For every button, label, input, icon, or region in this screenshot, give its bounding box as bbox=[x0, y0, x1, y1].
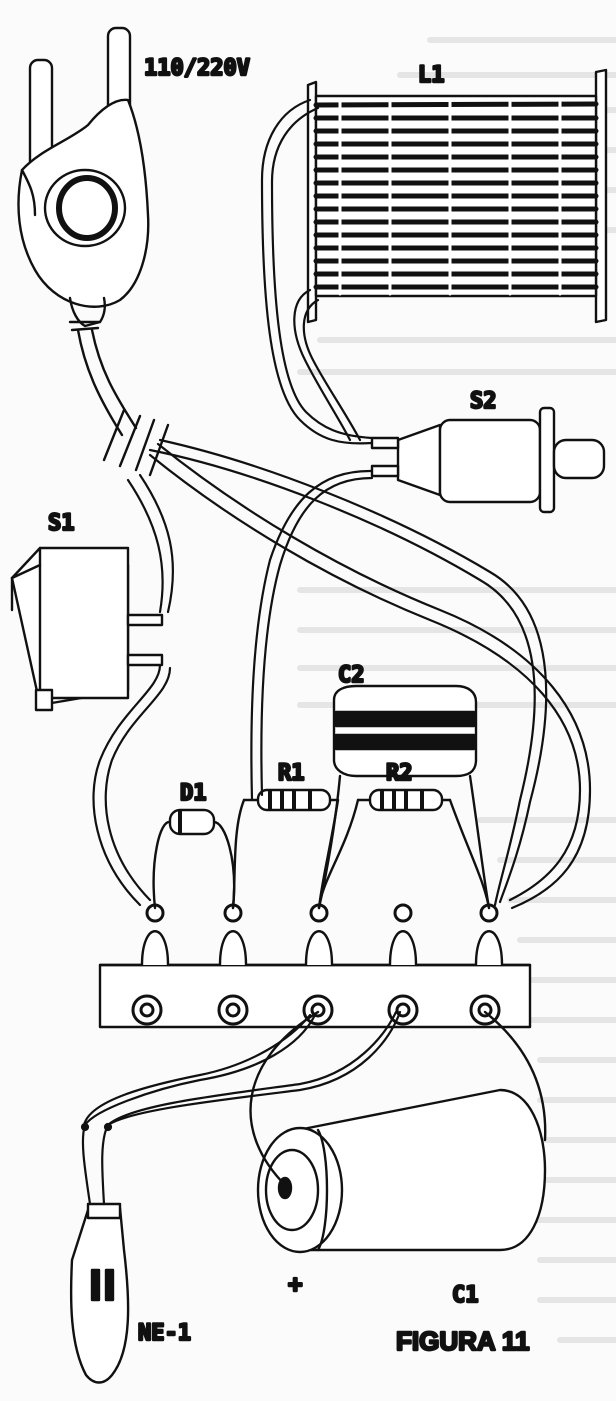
figure-caption: FIGURA 11 bbox=[396, 1326, 529, 1356]
component-leads bbox=[231, 774, 491, 910]
capacitor-c1-label: C1 bbox=[452, 1283, 479, 1308]
pushbutton-switch-icon bbox=[370, 406, 606, 514]
power-plug-icon bbox=[17, 26, 150, 332]
neon-lamp-label: NE-1 bbox=[138, 1321, 191, 1346]
neon-lamp-icon bbox=[69, 1202, 130, 1384]
film-capacitor-icon bbox=[332, 684, 478, 778]
resistor-icon bbox=[356, 788, 452, 812]
capacitor-c2-label: C2 bbox=[338, 663, 365, 688]
switch-s2-label: S2 bbox=[470, 389, 497, 414]
lamp-wires bbox=[80, 1010, 402, 1206]
plug-cord bbox=[76, 328, 170, 477]
diode-label: D1 bbox=[180, 781, 207, 806]
capacitor-polarity-label: + bbox=[288, 1270, 302, 1298]
rocker-switch-icon bbox=[10, 546, 164, 712]
diode-icon bbox=[152, 808, 236, 910]
electrolytic-capacitor-icon bbox=[256, 1088, 547, 1254]
resistor-icon bbox=[242, 788, 340, 812]
resistor-r2-label: R2 bbox=[386, 761, 413, 786]
wire-harness bbox=[92, 98, 592, 910]
coil-icon bbox=[306, 68, 608, 324]
plug-label: 110/220V bbox=[144, 56, 250, 81]
resistor-r1-label: R1 bbox=[278, 761, 305, 786]
switch-s1-label: S1 bbox=[48, 511, 75, 536]
terminal-strip-icon bbox=[98, 903, 532, 1029]
coil-label: L1 bbox=[418, 63, 445, 88]
